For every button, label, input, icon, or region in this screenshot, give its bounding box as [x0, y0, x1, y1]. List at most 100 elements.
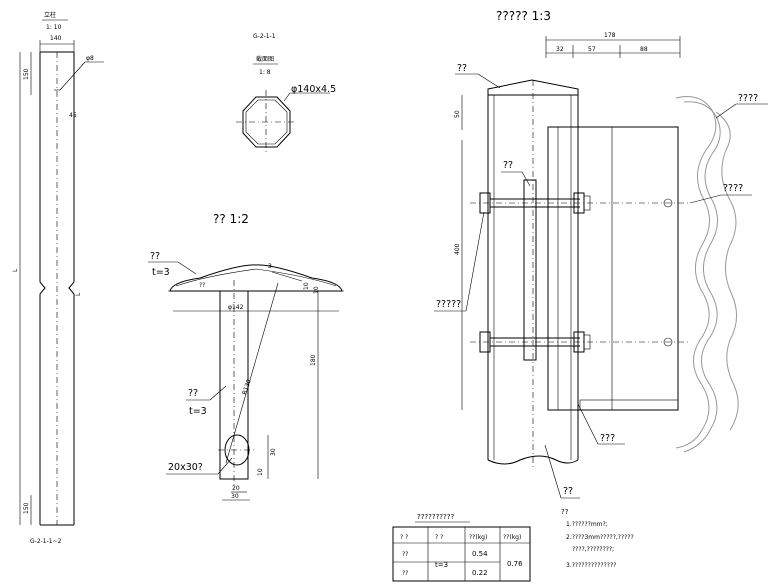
cap-outline — [169, 264, 343, 292]
dim-total: 178 — [604, 32, 616, 39]
table-header: ??(kg) — [503, 534, 521, 541]
table-cell: 0.22 — [472, 569, 488, 577]
dim-400: 400 — [454, 243, 461, 255]
table-cell: 0.54 — [472, 550, 488, 558]
dim-cap-height: 10 — [303, 282, 310, 290]
label-plate: ?? — [503, 160, 513, 171]
dim-20: 20 — [232, 485, 240, 492]
label-post: ?? — [563, 486, 573, 497]
post-elevation-scale: 1: 10 — [46, 24, 62, 31]
note-line: 2.????3mm?????,????? — [566, 534, 634, 541]
post-drawing-no: G-2-1-1~2 — [30, 538, 62, 545]
hole-label: 20x30? — [168, 462, 203, 473]
dim-bottom: 150 — [23, 502, 30, 514]
dim-50: 50 — [454, 110, 461, 118]
section-scale: 1: 8 — [259, 69, 271, 76]
table-header: ??(kg) — [469, 534, 487, 541]
table-header: ? ? — [400, 534, 408, 541]
block-out — [547, 126, 679, 411]
beam-back — [715, 111, 739, 431]
post-right-edge — [68, 52, 75, 525]
table-header: ? ? — [435, 534, 443, 541]
main-detail: ????? 1:3 178 32 57 88 ?? ?? ??? — [434, 9, 768, 499]
cap-label: ?? — [150, 251, 160, 262]
dim-cap-side: 10 — [313, 286, 320, 294]
plate-thickness: t=3 — [189, 406, 207, 417]
post-left-edge — [39, 52, 46, 525]
beam-outer — [675, 96, 717, 449]
dim-3: 3 — [268, 263, 272, 270]
dim-30b: 30 — [231, 493, 239, 500]
pipe-section-inner — [245, 99, 288, 145]
post-elevation-title: 立柱 — [44, 11, 56, 19]
leader-line — [544, 444, 562, 499]
main-detail-title: ????? 1:3 — [496, 9, 551, 23]
dim-b: 57 — [588, 46, 596, 53]
label-beam: ???? — [738, 93, 758, 104]
radius-line — [225, 282, 279, 464]
leader-line — [477, 73, 501, 89]
leader-line — [177, 261, 197, 275]
notes-title: ?? — [561, 508, 569, 516]
leader-line — [271, 271, 303, 282]
table-cell: ?? — [402, 570, 408, 577]
leader-line — [577, 403, 599, 445]
dim-top-width: 140 — [50, 35, 62, 42]
table-title: ?????????? — [417, 513, 454, 521]
table-cell: t=3 — [435, 561, 448, 569]
block-foot — [579, 399, 679, 411]
note-line: 3.?????????????? — [566, 562, 616, 569]
label-side: 45 — [69, 112, 77, 119]
cap-label2: ?? — [199, 282, 205, 289]
cap-inner-line — [175, 268, 337, 287]
leader-line — [715, 103, 737, 119]
notes: ?? 1.??????mm?; 2.????3mm?????,????? ???… — [561, 508, 634, 569]
dim-length: L — [12, 268, 19, 272]
beam-inner — [683, 101, 721, 453]
cap-detail: ?? 1:2 ?? t=3 ?? 3 10 10 φ142 R130 ?? t=… — [148, 212, 344, 501]
leader-line — [217, 457, 233, 475]
table-cell: 0.76 — [507, 560, 523, 568]
plate-label: ?? — [188, 388, 198, 399]
beam-bolt — [663, 337, 673, 347]
section-view: G-2-1-1 截面图 1: 8 φ140x4.5 — [236, 33, 336, 154]
leader-line — [209, 385, 227, 401]
leader-line — [283, 92, 291, 102]
post-break — [487, 455, 579, 465]
leader-line — [59, 61, 86, 91]
label-connector: ???? — [723, 183, 743, 194]
pipe-spec: φ140x4.5 — [291, 84, 336, 95]
materials-table: ?????????? ? ? ? ? ??(kg) ??(kg) ?? t=3 … — [392, 513, 531, 582]
post-cap — [487, 79, 579, 96]
note-line: ????,????????; — [572, 546, 614, 553]
post-elevation: 立柱 1: 10 140 φ8 45 150 L 150 L G-2-1-1~2 — [12, 11, 104, 545]
leader-line — [689, 194, 722, 204]
pipe-section-outer — [242, 96, 291, 148]
section-drawing-no: G-2-1-1 — [253, 33, 276, 40]
cap-detail-title: ?? 1:2 — [213, 212, 249, 226]
table-cell: ?? — [402, 551, 408, 558]
note-line: 1.??????mm?; — [566, 521, 608, 528]
connect-plate — [523, 179, 537, 361]
dim-a: 32 — [556, 46, 564, 53]
beam-bolt — [663, 198, 673, 208]
section-title: 截面图 — [256, 55, 274, 63]
cap-thickness: t=3 — [152, 267, 170, 278]
dim-cap-width: φ142 — [228, 304, 244, 311]
bolt-upper — [470, 192, 690, 214]
leader-line — [465, 211, 485, 312]
dim-height: 180 — [310, 354, 317, 366]
dim-c: 88 — [640, 46, 648, 53]
label-block: ??? — [600, 433, 615, 444]
label-cap: ?? — [457, 63, 467, 74]
dim-radius: R130 — [241, 378, 253, 395]
dim-10: 10 — [257, 468, 264, 476]
label-diameter: φ8 — [86, 55, 94, 62]
label-right: L — [75, 292, 82, 296]
dim-top: 150 — [23, 68, 30, 80]
table-border — [392, 526, 531, 582]
leader-line — [521, 171, 531, 187]
label-bolt: ????? — [436, 299, 461, 310]
dim-30: 30 — [270, 448, 277, 456]
